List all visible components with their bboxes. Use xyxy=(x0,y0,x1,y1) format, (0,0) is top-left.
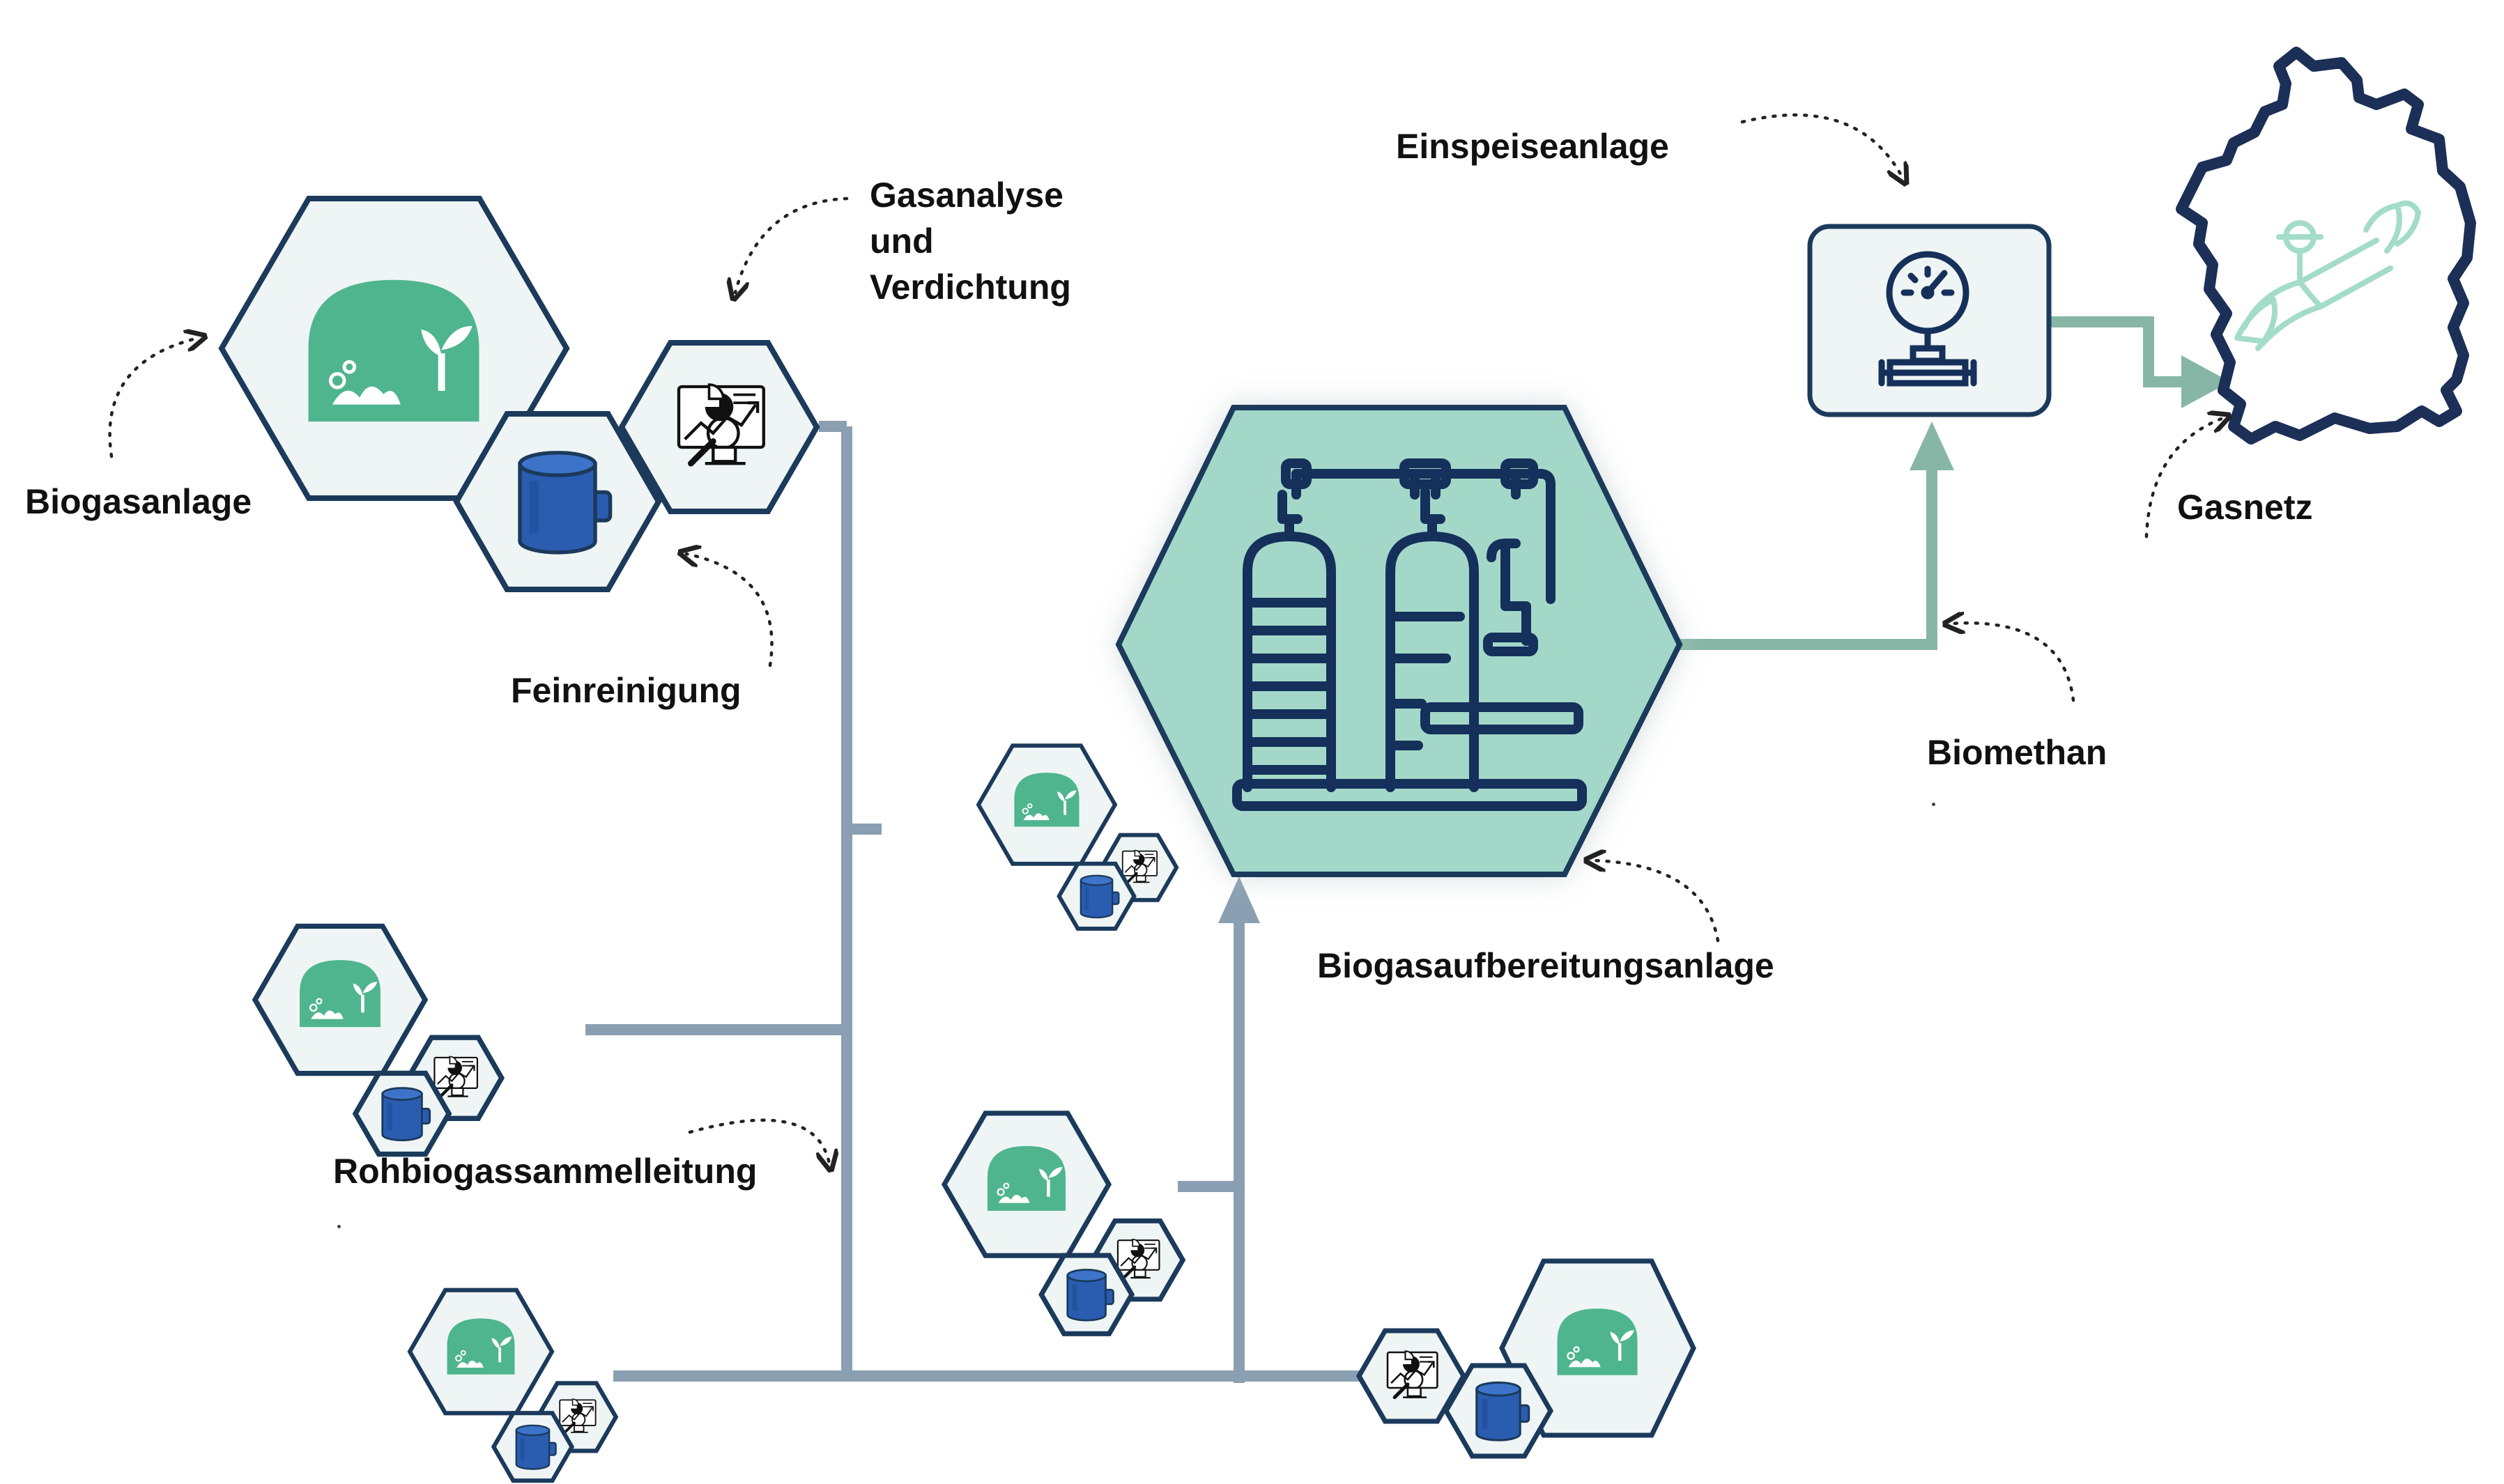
biogas-unit-small-5 xyxy=(1355,1258,1696,1459)
stray-dot-1 xyxy=(337,1225,341,1228)
stray-dot-2 xyxy=(1932,803,1935,806)
germany-map xyxy=(2176,47,2476,445)
biogas-unit-small-1 xyxy=(978,745,1176,929)
label-gasanalyse-line1: Gasanalyse xyxy=(870,176,1063,215)
biomethan-arrowhead-up xyxy=(1910,422,1954,470)
biogas-unit-small-4 xyxy=(410,1290,616,1481)
injection-station-box xyxy=(1807,224,2052,417)
pressure-gauge-icon xyxy=(1878,251,1977,387)
label-gasanalyse-line3: Verdichtung xyxy=(870,268,1071,307)
annotation-arrows xyxy=(108,113,2223,1164)
upgrading-columns-icon xyxy=(1232,458,1587,811)
label-gasnetz: Gasnetz xyxy=(2177,488,2313,527)
upgrading-plant xyxy=(1115,405,1683,877)
label-biogasaufbereitungsanlage: Biogasaufbereitungsanlage xyxy=(1317,946,1774,985)
label-biogasanlage: Biogasanlage xyxy=(25,482,252,521)
raw-biogas-pipes xyxy=(585,421,1366,1383)
germany-map-outline xyxy=(2176,47,2476,445)
raw-pipe-arrowhead xyxy=(1218,876,1260,923)
biogas-dome-icon xyxy=(309,280,479,422)
label-einspeiseanlage: Einspeiseanlage xyxy=(1396,127,1669,166)
injection-station xyxy=(1807,224,2052,417)
upgrading-plant-hex xyxy=(1115,405,1683,877)
label-rohbiogassammelleitung: Rohbiogassammelleitung xyxy=(333,1152,758,1191)
biomethan-pipes xyxy=(1680,316,2188,650)
gas-cleaning-tank-icon xyxy=(520,453,610,552)
label-feinreinigung: Feinreinigung xyxy=(511,671,742,710)
pipeline-icon xyxy=(2234,200,2421,351)
label-gasanalyse-line2: und xyxy=(870,222,934,261)
label-biomethan: Biomethan xyxy=(1927,733,2107,772)
biomethan-arrowhead-right xyxy=(2181,355,2230,408)
biogas-unit-small-3 xyxy=(944,1113,1183,1334)
biogas-unit-main xyxy=(218,196,820,592)
biogas-unit-small-2 xyxy=(255,926,502,1154)
